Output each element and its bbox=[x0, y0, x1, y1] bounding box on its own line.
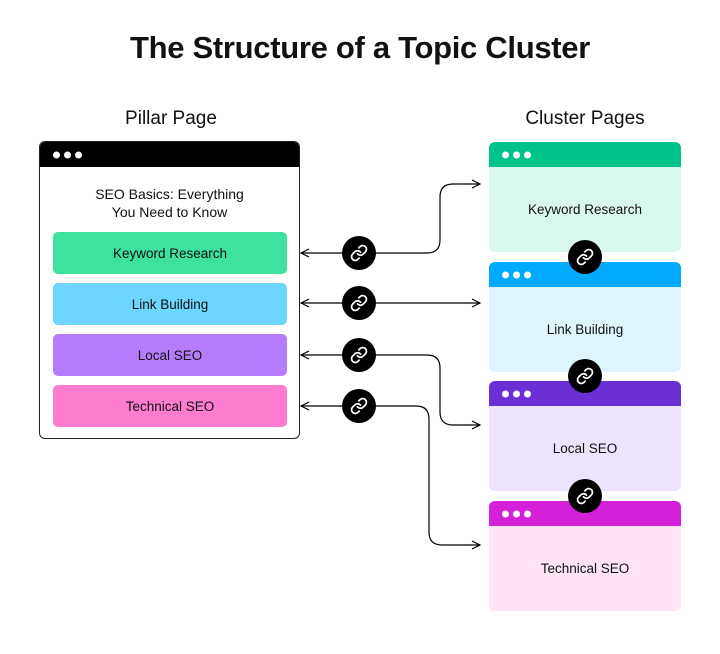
pillar-item-link-building: Link Building bbox=[53, 283, 287, 325]
pillar-item-local-seo: Local SEO bbox=[53, 334, 287, 376]
window-dots-icon bbox=[502, 390, 531, 397]
window-dots-icon bbox=[502, 510, 531, 517]
link-icon bbox=[568, 359, 602, 393]
pillar-item-keyword-research: Keyword Research bbox=[53, 232, 287, 274]
cluster-pages-label: Cluster Pages bbox=[525, 108, 645, 129]
link-icon bbox=[342, 389, 376, 423]
connector-technical-seo bbox=[301, 406, 480, 545]
cluster-page-label: Link Building bbox=[546, 322, 624, 337]
cluster-page-keyword-research: Keyword Research bbox=[489, 142, 681, 252]
pillar-page-window: SEO Basics: Everything You Need to Know … bbox=[39, 141, 300, 439]
window-dots-icon bbox=[502, 151, 531, 158]
pillar-item-technical-seo: Technical SEO bbox=[53, 385, 287, 427]
connector-local-seo bbox=[301, 355, 480, 425]
cluster-page-link-building: Link Building bbox=[489, 262, 681, 372]
cluster-page-local-seo: Local SEO bbox=[489, 381, 681, 491]
link-icon bbox=[568, 240, 602, 274]
cluster-page-label: Local SEO bbox=[552, 441, 618, 456]
link-icon bbox=[342, 286, 376, 320]
pillar-heading-line-2: You Need to Know bbox=[111, 204, 228, 220]
cluster-window-titlebar bbox=[489, 142, 681, 167]
cluster-page-label: Technical SEO bbox=[540, 561, 630, 576]
cluster-page-label: Keyword Research bbox=[527, 202, 643, 217]
link-icon bbox=[568, 479, 602, 513]
window-dots-icon bbox=[502, 271, 531, 278]
cluster-page-technical-seo: Technical SEO bbox=[489, 501, 681, 611]
pillar-window-titlebar bbox=[40, 142, 299, 167]
diagram-title: The Structure of a Topic Cluster bbox=[129, 30, 591, 65]
connector-keyword-research bbox=[301, 184, 480, 253]
link-icon bbox=[342, 236, 376, 270]
window-dots-icon bbox=[53, 151, 82, 158]
pillar-heading-line-1: SEO Basics: Everything bbox=[95, 186, 244, 202]
pillar-page-label: Pillar Page bbox=[125, 108, 217, 129]
pillar-page-heading: SEO Basics: Everything You Need to Know bbox=[40, 185, 299, 221]
link-icon bbox=[342, 338, 376, 372]
